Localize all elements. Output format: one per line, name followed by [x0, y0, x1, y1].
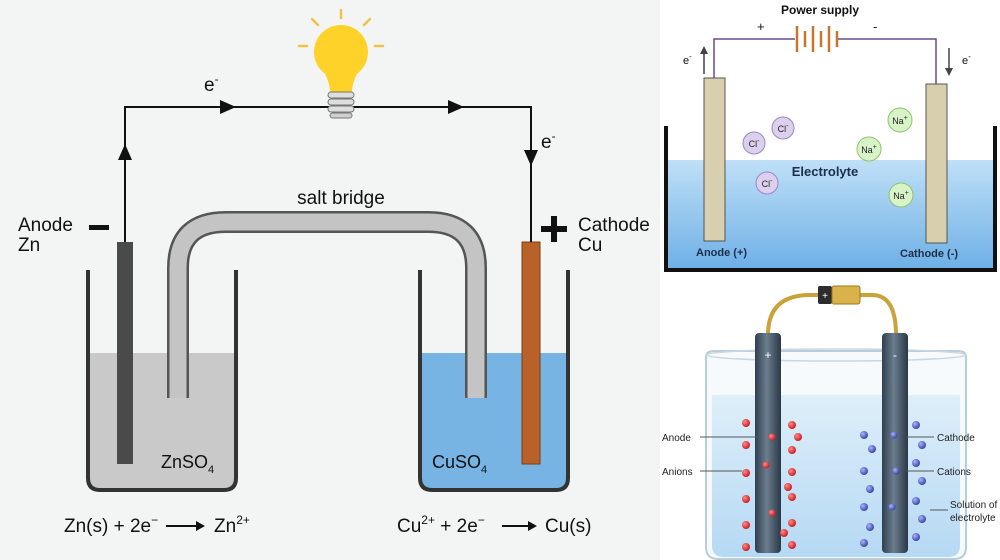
- cation-particles: [860, 421, 926, 547]
- connecting-wire: [860, 293, 898, 336]
- cathode-rod: [882, 333, 908, 553]
- reaction-arrow-icon: [528, 521, 537, 531]
- svg-text:Na+: Na+: [892, 115, 908, 126]
- anode-equation-left: Zn(s) + 2e−: [64, 513, 158, 537]
- connecting-wire: [766, 293, 820, 336]
- svg-text:Cl-: Cl-: [749, 138, 761, 149]
- cathode-label: Cathode: [578, 215, 650, 236]
- circuit-wire: [713, 38, 795, 78]
- anode-label: Anode (+): [696, 247, 747, 259]
- cathode-plus-sign: [541, 216, 567, 242]
- sodium-ion: Na+: [887, 107, 913, 133]
- electrolysis-container: [664, 126, 997, 272]
- electron-right-label: e-: [962, 52, 971, 67]
- copper-electrode: [521, 241, 541, 465]
- zinc-sulfate-label: ZnSO4: [161, 452, 214, 476]
- salt-bridge-label: salt bridge: [297, 188, 385, 209]
- arrow-down-icon: [524, 150, 538, 166]
- battery-icon: [795, 26, 839, 52]
- plus-label: +: [757, 19, 765, 34]
- sodium-ion: Na+: [856, 136, 882, 162]
- cations-label: Cations: [937, 467, 971, 478]
- circuit-wire: [838, 38, 937, 84]
- arrow-down-icon: [945, 68, 953, 76]
- chloride-ion: Cl-: [755, 171, 779, 195]
- salt-bridge: [167, 211, 487, 398]
- reaction-arrow-icon: [196, 521, 205, 531]
- solution-label-line2: electrolyte: [950, 513, 996, 524]
- electron-left-label: e-: [683, 52, 692, 67]
- solution-label-line1: Solution of: [950, 500, 997, 511]
- electron-label-top: e-: [204, 72, 219, 96]
- cathode-metal-label: Cu: [578, 235, 602, 256]
- anode-equation-right: Zn2+: [214, 513, 250, 537]
- electron-label-right: e-: [541, 129, 556, 153]
- chloride-ion: Cl-: [771, 116, 795, 140]
- svg-text:Cl-: Cl-: [762, 178, 774, 189]
- electrolysis-diagram: Power supply + - e- e- Cl- Cl-: [660, 0, 1000, 275]
- zinc-electrode: [117, 242, 133, 464]
- anode-electrode: [703, 77, 726, 242]
- beaker-electrolysis-diagram: + + - Anode Anions Cathode Cations Solut…: [660, 275, 1000, 560]
- cathode-equation-right: Cu(s): [545, 516, 591, 537]
- anion-particles: [742, 419, 802, 551]
- battery-icon: +: [818, 285, 861, 305]
- right-beaker: [418, 270, 570, 492]
- plus-terminal-label: +: [764, 348, 771, 362]
- cathode-electrode: [925, 83, 948, 244]
- sodium-ion: Na+: [888, 182, 914, 208]
- minus-label: -: [873, 19, 877, 34]
- chloride-ion: Cl-: [742, 131, 766, 155]
- anions-label: Anions: [662, 467, 693, 478]
- power-supply-label: Power supply: [781, 3, 859, 17]
- arrow-up-icon: [700, 46, 708, 54]
- left-beaker: [86, 270, 238, 492]
- copper-sulfate-label: CuSO4: [432, 452, 487, 476]
- minus-terminal-label: -: [893, 348, 897, 362]
- galvanic-cell-diagram: e- e- salt bridge Anode Zn Cathode Cu Zn…: [0, 0, 660, 560]
- light-bulb-icon: [297, 8, 385, 119]
- svg-text:Na+: Na+: [893, 190, 909, 201]
- cathode-label: Cathode: [937, 433, 975, 444]
- anode-minus-sign: [89, 225, 109, 230]
- anode-label: Anode: [662, 433, 691, 444]
- anode-label: Anode: [18, 215, 73, 236]
- anode-rod: [755, 333, 781, 553]
- cathode-label: Cathode (-): [900, 248, 958, 260]
- svg-text:Cl-: Cl-: [778, 123, 790, 134]
- anode-metal-label: Zn: [18, 235, 40, 256]
- arrow-right-icon: [448, 100, 464, 114]
- arrow-up-icon: [118, 144, 132, 160]
- svg-text:Na+: Na+: [861, 144, 877, 155]
- arrow-right-icon: [220, 100, 236, 114]
- electrolyte-label: Electrolyte: [792, 164, 858, 179]
- cathode-equation-left: Cu2+ + 2e−: [397, 513, 485, 537]
- svg-text:+: +: [822, 291, 828, 302]
